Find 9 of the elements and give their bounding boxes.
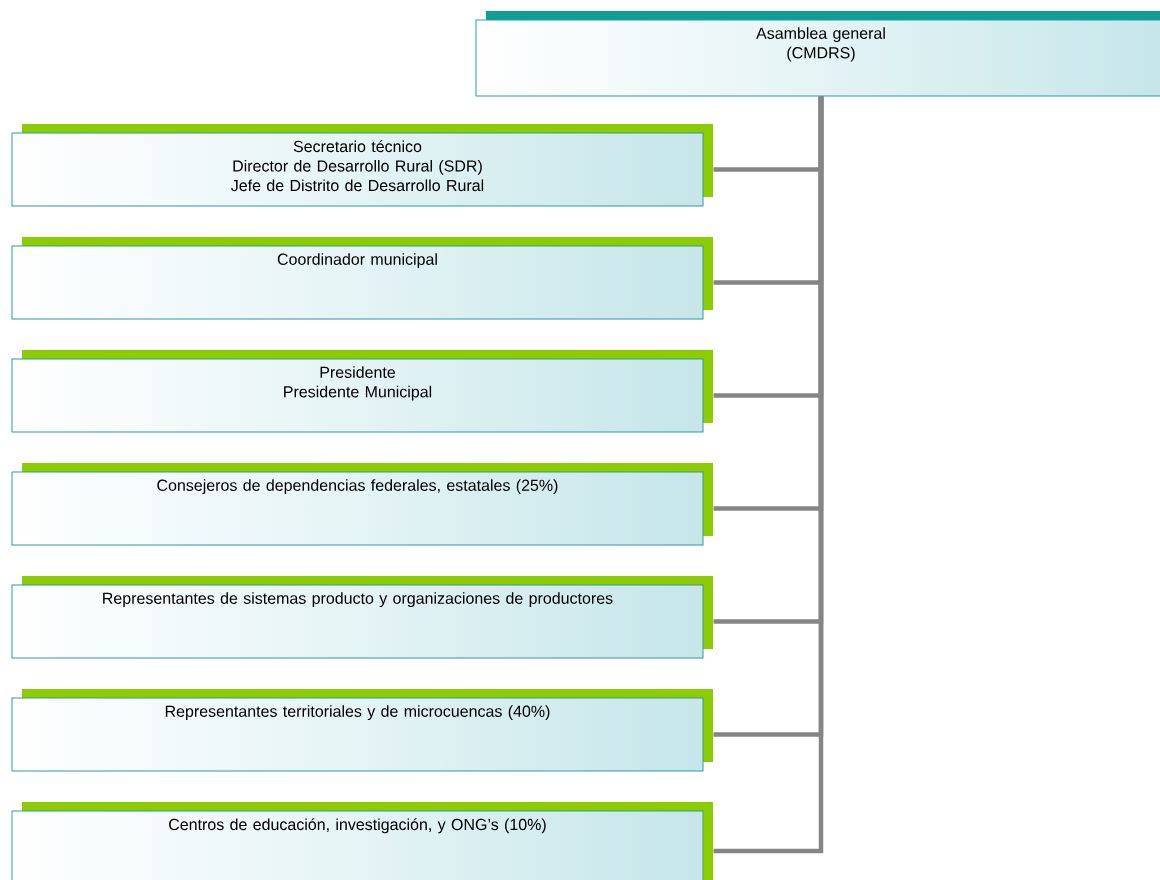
org-box: Presidente Presidente Municipal <box>11 350 713 433</box>
org-box: Consejeros de dependencias federales, estatales (25%) <box>11 463 713 546</box>
org-box: Secretario técnico Director de Desarrollo Rural (SDR) Jefe de Distrito de Desarrollo Rural <box>11 124 713 207</box>
org-box: Asamblea general (CMDRS) <box>475 11 1160 97</box>
org-box: Centros de educación, investigación, y ONG’s (10%) <box>11 802 713 880</box>
connector-line <box>713 96 824 854</box>
org-box: Representantes territoriales y de microcuencas (40%) <box>11 689 713 772</box>
org-box: Representantes de sistemas producto y organizaciones de productores <box>11 576 713 659</box>
org-box: Coordinador municipal <box>11 237 713 320</box>
